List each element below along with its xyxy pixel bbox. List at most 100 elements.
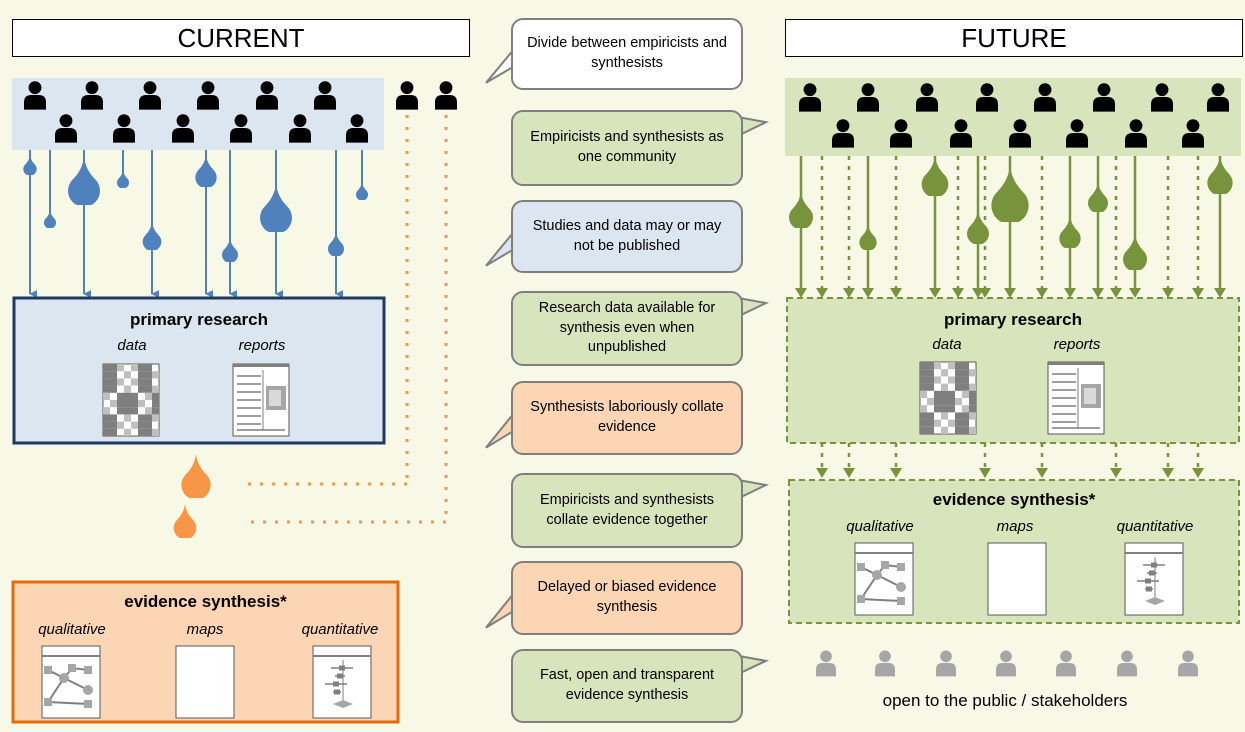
- bubble-tail: [485, 230, 514, 267]
- future-primary-research-box: [786, 297, 1240, 444]
- bubble-tail: [740, 655, 770, 675]
- green-drop-icon: [991, 166, 1029, 222]
- bubble-3: Studies and data may or may not be publi…: [511, 200, 743, 273]
- data-table-icon: [919, 361, 977, 435]
- green-drop-icon: [1088, 182, 1108, 212]
- bubble-4: Research data available for synthesis ev…: [511, 291, 743, 366]
- blue-drop-icon: [222, 238, 238, 262]
- blue-drop-icon: [260, 184, 292, 232]
- green-drop-icon: [1207, 156, 1233, 194]
- bubble-8: Fast, open and transparent evidence synt…: [511, 649, 743, 723]
- dashed-arrow: [1192, 468, 1204, 478]
- green-drop-icon: [967, 210, 989, 244]
- green-drop-icon: [921, 156, 949, 196]
- future-quantitative-label: quantitative: [1116, 518, 1194, 535]
- dashed-arrow: [816, 288, 828, 298]
- bubble-tail: [485, 47, 514, 84]
- green-drop-icon: [1123, 234, 1147, 270]
- current-synthesis-title: evidence synthesis*: [124, 592, 287, 611]
- bubble-tail: [740, 297, 770, 317]
- solid-arrow: [1129, 288, 1141, 298]
- solid-arrow: [929, 288, 941, 298]
- future-synthesis-title: evidence synthesis*: [932, 490, 1096, 509]
- bubble-5: Synthesists laboriously collate evidence: [511, 381, 743, 455]
- dashed-arrow: [890, 468, 902, 478]
- blue-drop-icon: [142, 222, 162, 250]
- bubble-tail: [485, 411, 514, 449]
- dashed-arrow: [1110, 468, 1122, 478]
- current-header: CURRENT: [12, 19, 470, 57]
- dashed-arrow: [952, 288, 964, 298]
- current-maps-label: maps: [186, 621, 224, 638]
- current-arrows: [23, 150, 368, 298]
- document-icons: [41, 361, 1184, 719]
- qualitative-doc-icon: [854, 542, 914, 616]
- blue-drop-icon: [23, 155, 37, 175]
- current-primary-title-wrap: primary research: [14, 310, 384, 334]
- future-primary-title-wrap: primary research: [787, 310, 1239, 334]
- bubble-tail: [740, 116, 770, 136]
- public-person-icon: [996, 650, 1016, 677]
- public-person-icon: [936, 650, 956, 677]
- dashed-arrow: [843, 468, 855, 478]
- qualitative-doc-icon: [41, 645, 101, 719]
- maps-doc-icon: [175, 645, 235, 719]
- future-collate-arrows: [816, 443, 1204, 478]
- synthesist-person-icon: [435, 81, 457, 110]
- future-arrows: [789, 156, 1233, 298]
- quantitative-doc-icon: [312, 645, 372, 719]
- future-primary-reports-label: reports: [1053, 336, 1101, 353]
- future-maps-label: maps: [996, 518, 1034, 535]
- dashed-arrow: [1162, 288, 1174, 298]
- quantitative-doc-icon: [1124, 542, 1184, 616]
- green-drop-icon: [1059, 216, 1081, 248]
- blue-drop-icon: [195, 155, 217, 187]
- dashed-arrow: [816, 468, 828, 478]
- data-table-icon: [102, 363, 160, 437]
- future-synthesis-title-wrap: evidence synthesis*: [789, 490, 1239, 514]
- green-drop-icon: [859, 224, 877, 250]
- synthesist-person-icon: [396, 81, 418, 110]
- orange-drop-small: [173, 504, 197, 538]
- solid-arrow: [1214, 288, 1226, 298]
- solid-arrow: [1004, 288, 1016, 298]
- dashed-arrow: [890, 288, 902, 298]
- blue-drop-icon: [44, 210, 56, 228]
- public-stakeholders-label: open to the public / stakeholders: [882, 691, 1128, 710]
- future-primary-title: primary research: [944, 310, 1082, 329]
- dashed-arrow: [1036, 288, 1048, 298]
- current-primary-reports-label: reports: [238, 337, 286, 354]
- dashed-arrow: [1192, 288, 1204, 298]
- solid-arrow: [972, 288, 984, 298]
- current-qualitative-label: qualitative: [38, 621, 106, 638]
- bubble-2: Empiricists and synthesists as one commu…: [511, 110, 743, 186]
- public-stakeholders-group: [816, 650, 1198, 677]
- current-primary-title: primary research: [130, 310, 268, 329]
- current-synthesis-title-wrap: evidence synthesis*: [13, 592, 398, 616]
- public-person-icon: [1178, 650, 1198, 677]
- current-quantitative-label: quantitative: [301, 621, 379, 638]
- public-person-icon: [875, 650, 895, 677]
- bubble-tail: [740, 479, 770, 499]
- dashed-arrow: [843, 288, 855, 298]
- blue-drop-icon: [117, 170, 129, 188]
- bubble-7: Delayed or biased evidence synthesis: [511, 561, 743, 635]
- bubble-tail: [485, 591, 514, 629]
- dashed-arrow: [1162, 468, 1174, 478]
- solid-arrow: [795, 288, 807, 298]
- dashed-arrow: [1110, 288, 1122, 298]
- current-primary-data-label: data: [117, 337, 147, 354]
- blue-drop-icon: [328, 232, 344, 256]
- green-drop-icon: [789, 192, 813, 228]
- future-primary-data-label: data: [932, 336, 962, 353]
- solid-arrow: [1064, 288, 1076, 298]
- report-doc-icon: [232, 363, 290, 437]
- solid-arrow: [862, 288, 874, 298]
- blue-drop-icon: [68, 157, 100, 205]
- maps-doc-icon: [987, 542, 1047, 616]
- future-header: FUTURE: [785, 19, 1243, 57]
- current-primary-research-box: [12, 296, 386, 445]
- public-person-icon: [1056, 650, 1076, 677]
- bubble-1: Divide between empiricists and synthesis…: [511, 18, 743, 90]
